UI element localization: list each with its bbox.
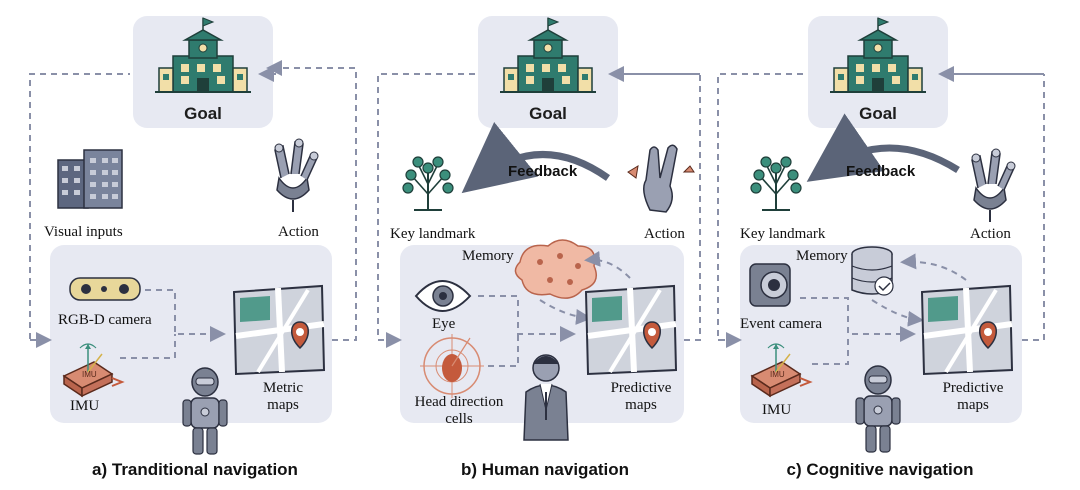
panel-b-head-direction-icon bbox=[420, 334, 484, 398]
panel-b-eye-label: Eye bbox=[432, 316, 456, 332]
panel-c-predictive-map-icon bbox=[922, 286, 1012, 374]
panel-b-map-label: Predictive maps bbox=[610, 380, 672, 413]
panel-a-imu-chip-text: IMU bbox=[82, 370, 97, 379]
panel-b-key-landmark-label: Key landmark bbox=[390, 226, 476, 242]
panel-a-camera-to-map-arrow bbox=[145, 289, 226, 342]
panel-b-head-direction-label: Head direction cells bbox=[414, 394, 504, 427]
panel-b-goal-label: Goal bbox=[529, 104, 567, 123]
panel-b-memory-to-map-arrow bbox=[539, 299, 592, 325]
panel-b-goal-school-icon bbox=[499, 17, 597, 93]
panel-a-goal-school-icon bbox=[154, 17, 252, 93]
panel-a-robot-icon bbox=[182, 367, 228, 455]
panel-c-memory-to-map-arrow bbox=[871, 299, 924, 327]
panel-c-camera-to-map-arrow bbox=[800, 297, 916, 342]
panel-b-eye-icon bbox=[414, 280, 472, 312]
panel-b-action-label: Action bbox=[644, 226, 685, 242]
panel-a-metric-map-icon bbox=[234, 286, 324, 374]
panel-c-imu-label: IMU bbox=[762, 402, 792, 418]
panel-b-eye-to-map-arrow bbox=[478, 295, 576, 342]
panel-a-loop-right-arrow bbox=[266, 60, 357, 341]
panel-c-action-label: Action bbox=[970, 226, 1011, 242]
panel-b-predictive-map-icon bbox=[586, 286, 676, 374]
panel-c-feedback-arrow bbox=[806, 113, 960, 182]
panel-b-loop-right-arrow bbox=[684, 74, 701, 341]
panel-b-action-hand-icon bbox=[627, 144, 695, 213]
panel-a-imu-label: IMU bbox=[70, 398, 100, 414]
panel-c-landmark-tree-icon bbox=[750, 156, 802, 211]
panel-b-landmark-tree-icon bbox=[402, 156, 454, 211]
panel-b-feedback-arrow bbox=[461, 122, 611, 194]
panel-b-head-to-map-arrow bbox=[488, 334, 519, 367]
panel-c-key-landmark-label: Key landmark bbox=[740, 226, 826, 242]
panel-a-imu-to-map-arrow bbox=[120, 334, 176, 359]
panel-c-feedback-label: Feedback bbox=[846, 163, 916, 180]
panel-c-robot-icon bbox=[855, 365, 901, 453]
panel-b-feedback-label: Feedback bbox=[508, 163, 578, 180]
panel-a-visual-inputs-label: Visual inputs bbox=[44, 224, 123, 240]
panel-c-imu-chip-text: IMU bbox=[770, 370, 785, 379]
panel-b-caption: b) Human navigation bbox=[460, 460, 630, 479]
panel-c-goal-school-icon bbox=[829, 17, 927, 93]
panel-a-map-label: Metric maps bbox=[263, 380, 303, 413]
panel-c-event-camera-label: Event camera bbox=[740, 316, 823, 332]
panel-b-loop-left-arrow bbox=[377, 73, 475, 341]
panel-c-event-camera-icon bbox=[749, 263, 791, 307]
panel-b-map-to-memory-arrow bbox=[584, 250, 631, 279]
panel-a-caption: a) Tranditional navigation bbox=[92, 460, 298, 479]
panel-c-map-label: Predictive maps bbox=[942, 380, 1004, 413]
panel-c-map-to-memory-arrow bbox=[900, 253, 967, 281]
panel-c-memory-label: Memory bbox=[796, 248, 848, 264]
panel-a-buildings-icon bbox=[57, 149, 123, 209]
panel-c-memory-database-icon bbox=[851, 246, 894, 296]
panel-a-action-label: Action bbox=[278, 224, 319, 240]
panel-c-action-gripper-icon bbox=[971, 148, 1016, 223]
panel-a-action-gripper-icon bbox=[274, 138, 319, 213]
panel-c-caption: c) Cognitive navigation bbox=[786, 460, 974, 479]
panel-b-memory-brain-icon bbox=[514, 239, 597, 299]
panel-a-goal-label: Goal bbox=[184, 104, 222, 123]
panel-b-human-icon bbox=[523, 354, 569, 441]
panel-c-imu-to-map-arrow bbox=[812, 334, 849, 365]
panel-a-rgbd-camera-icon bbox=[69, 277, 141, 301]
panel-c-loop-right-arrow bbox=[1022, 74, 1045, 341]
panel-a-rgbd-camera-label: RGB-D camera bbox=[58, 312, 152, 328]
panel-c-goal-label: Goal bbox=[859, 104, 897, 123]
panel-b-memory-label: Memory bbox=[462, 248, 514, 264]
